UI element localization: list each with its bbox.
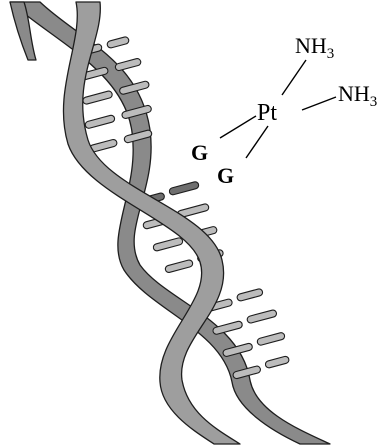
base-pair xyxy=(236,288,264,302)
dna-strand-front xyxy=(62,1,241,445)
bond-pt-nh3-right xyxy=(301,96,337,111)
base-pair xyxy=(114,58,142,72)
base-pair xyxy=(84,114,116,129)
ligand-nh3-upper-label: NH3 xyxy=(295,33,334,62)
base-pair xyxy=(256,332,286,346)
base-pair xyxy=(212,320,243,335)
base-pair xyxy=(232,365,261,380)
bond-pt-nh3-upper xyxy=(281,59,307,96)
guanine-upper-label: G xyxy=(191,140,208,165)
dna-strand-edge xyxy=(9,1,37,61)
guanine-lower-label: G xyxy=(217,163,234,188)
base-pair xyxy=(164,259,194,274)
base-pair xyxy=(264,355,290,369)
dna-double-helix xyxy=(9,1,331,445)
base-pair xyxy=(222,342,253,357)
base-pair xyxy=(121,104,152,119)
base-pair xyxy=(246,309,278,324)
cisplatin-bonds xyxy=(219,59,337,159)
base-pair xyxy=(82,90,113,105)
base-pair xyxy=(152,237,184,252)
ligand-nh3-right-label: NH3 xyxy=(338,81,377,110)
dna-strand-back xyxy=(9,1,331,445)
bond-pt-g-upper xyxy=(219,115,257,139)
base-pair xyxy=(106,36,130,49)
base-pair xyxy=(119,80,150,95)
bond-pt-g-lower xyxy=(245,125,269,159)
base-pair xyxy=(168,181,200,196)
base-pair xyxy=(123,129,153,144)
platinum-label: Pt xyxy=(257,100,277,126)
